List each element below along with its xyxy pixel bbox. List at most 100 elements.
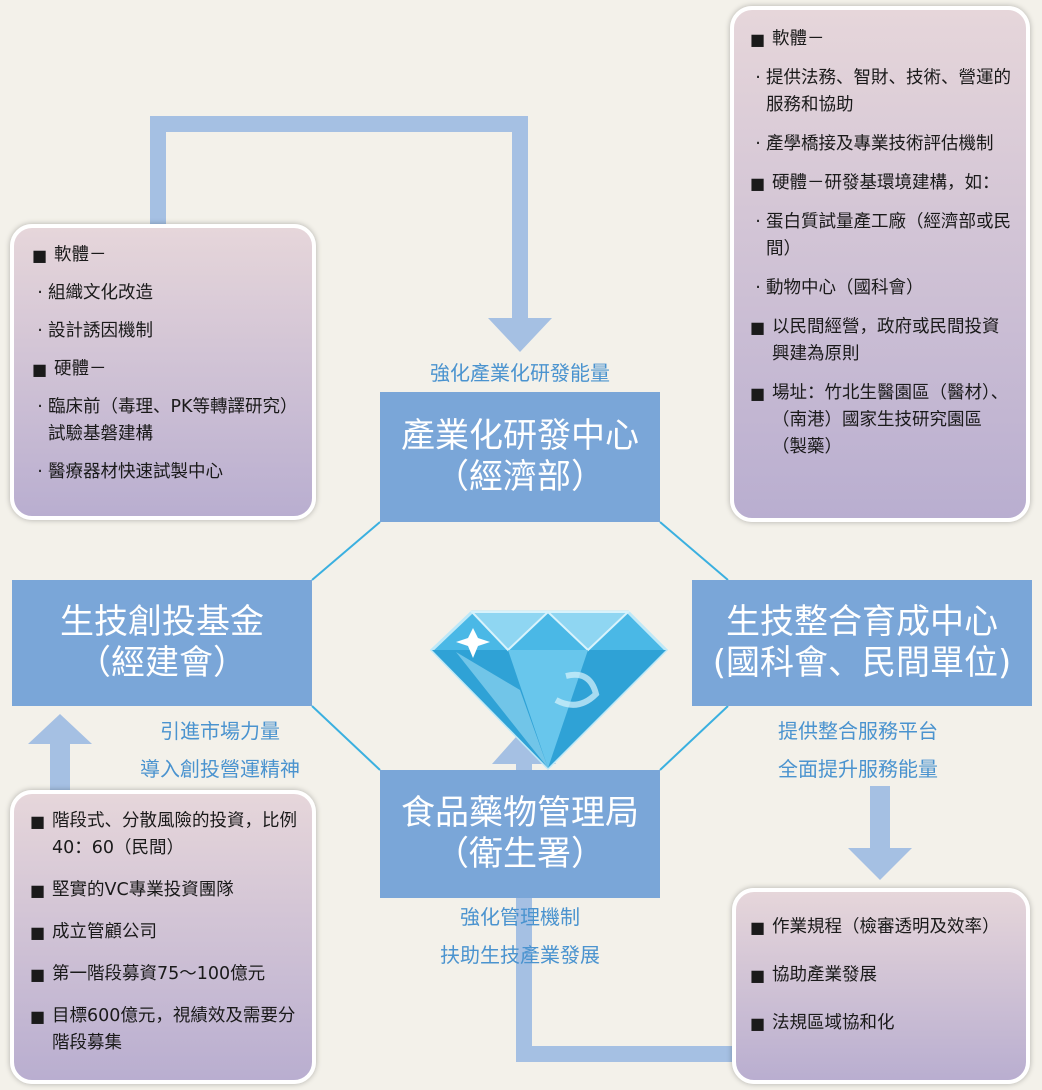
bullet-row: · 臨床前（毒理、PK等轉譯研究）試驗基磐建構 (32, 394, 298, 448)
bullet-text: 場址：竹北生醫園區（醫材）、（南港）國家生技研究園區（製藥） (772, 383, 1009, 457)
bullet-text: 軟體－ (772, 29, 825, 49)
bullet-text: 軟體－ (54, 245, 107, 265)
arrow-to-venture-fund (28, 714, 92, 790)
panel-fund-strategy: ■ 階段式、分散風險的投資，比例 40：60（民間） ■ 堅實的VC專業投資團隊… (10, 790, 316, 1084)
caption-line: 提供整合服務平台 (778, 719, 938, 743)
square-bullet-icon: ■ (750, 30, 766, 49)
caption-line: 扶助生技產業發展 (440, 943, 600, 967)
caption-line: 全面提升服務能量 (778, 757, 938, 781)
dot-bullet-icon: · (755, 68, 761, 88)
panel-regulatory-management: ■ 作業規程（檢審透明及效率） ■ 協助產業發展 ■ 法規區域協和化 (732, 888, 1030, 1084)
square-bullet-icon: ■ (32, 360, 48, 379)
bullet-row: ■ 第一階段募資75～100億元 (30, 961, 298, 988)
bullet-row: ■ 法規區域協和化 (750, 1010, 1016, 1037)
bullet-row: ■ 成立管顧公司 (30, 919, 298, 946)
bullet-row: ■ 目標600億元，視績效及需要分階段募集 (30, 1003, 298, 1057)
hub-title: 產業化研發中心 (401, 415, 639, 456)
caption-line: 引進市場力量 (160, 719, 280, 743)
square-bullet-icon: ■ (750, 318, 766, 337)
square-bullet-icon: ■ (30, 965, 46, 984)
hub-title: 食品藥物管理局 (401, 792, 639, 833)
bullet-text: 提供法務、智財、技術、營運的服務和協助 (766, 68, 1011, 115)
caption-research-center: 強化產業化研發能量 (380, 354, 660, 392)
dot-bullet-icon: · (37, 397, 43, 417)
bullet-text: 法規區域協和化 (772, 1013, 895, 1033)
panel-incubation-services: ■ 軟體－ · 提供法務、智財、技術、營運的服務和協助 · 產學橋接及專業技術評… (730, 6, 1030, 522)
caption-venture-fund: 引進市場力量 導入創投營運精神 (90, 712, 350, 788)
caption-incubation-center: 提供整合服務平台 全面提升服務能量 (728, 712, 988, 788)
hub-subtitle: （衛生署） (435, 834, 605, 874)
square-bullet-icon: ■ (30, 881, 46, 900)
square-bullet-icon: ■ (750, 174, 766, 193)
bullet-text: 蛋白質試量產工廠（經濟部或民間） (766, 212, 1011, 259)
square-bullet-icon: ■ (750, 966, 766, 985)
connector-line (311, 705, 381, 771)
square-bullet-icon: ■ (32, 246, 48, 265)
connector-line (659, 705, 729, 771)
hub-venture-fund: 生技創投基金 （經建會） (12, 580, 312, 706)
bullet-text: 堅實的VC專業投資團隊 (52, 880, 234, 900)
hub-title: 生技創投基金 (60, 601, 264, 642)
bullet-row: · 醫療器材快速試製中心 (32, 459, 298, 486)
bullet-text: 第一階段募資75～100億元 (52, 964, 266, 984)
bullet-text: 產學橋接及專業技術評估機制 (766, 134, 994, 154)
hub-subtitle: （經濟部） (435, 457, 605, 497)
connector-line (311, 521, 381, 581)
bullet-text: 作業規程（檢審透明及效率） (772, 917, 1000, 937)
arrow-to-research-center (150, 116, 552, 352)
hub-subtitle: （經建會） (77, 643, 247, 683)
hub-fda: 食品藥物管理局 （衛生署） (380, 770, 660, 898)
bullet-row: ■ 以民間經營，政府或民間投資興建為原則 (750, 314, 1012, 368)
caption-fda: 強化管理機制 扶助生技產業發展 (380, 898, 660, 974)
bullet-row: ■ 軟體－ (32, 242, 298, 269)
bullet-text: 協助產業發展 (772, 965, 877, 985)
bullet-text: 醫療器材快速試製中心 (48, 462, 223, 482)
bullet-text: 目標600億元，視績效及需要分階段募集 (52, 1006, 296, 1053)
connector-line (659, 521, 729, 581)
bullet-text: 成立管顧公司 (52, 922, 157, 942)
arrow-to-management-panel (848, 786, 912, 880)
bullet-row: ■ 軟體－ (750, 26, 1012, 53)
caption-line: 強化管理機制 (460, 905, 580, 929)
dot-bullet-icon: · (755, 278, 761, 298)
bullet-row: · 產學橋接及專業技術評估機制 (750, 131, 1012, 158)
bullet-row: ■ 硬體－ (32, 356, 298, 383)
bullet-row: ■ 作業規程（檢審透明及效率） (750, 914, 1016, 941)
dot-bullet-icon: · (37, 462, 43, 482)
bullet-row: ■ 硬體－研發基環境建構，如： (750, 170, 1012, 197)
square-bullet-icon: ■ (750, 918, 766, 937)
square-bullet-icon: ■ (30, 923, 46, 942)
square-bullet-icon: ■ (30, 1007, 46, 1026)
bullet-row: ■ 場址：竹北生醫園區（醫材）、（南港）國家生技研究園區（製藥） (750, 380, 1012, 461)
bullet-row: · 提供法務、智財、技術、營運的服務和協助 (750, 65, 1012, 119)
dot-bullet-icon: · (755, 134, 761, 154)
bullet-row: · 蛋白質試量產工廠（經濟部或民間） (750, 209, 1012, 263)
panel-research-infrastructure: ■ 軟體－ · 組織文化改造 · 設計誘因機制 ■ 硬體－ · 臨床前（毒理、P… (10, 224, 316, 520)
hub-research-center: 產業化研發中心 （經濟部） (380, 392, 660, 522)
caption-line: 強化產業化研發能量 (430, 361, 610, 385)
hub-title: 生技整合育成中心 (726, 601, 998, 642)
hub-incubation-center: 生技整合育成中心 (國科會、民間單位) (692, 580, 1032, 706)
hub-subtitle: (國科會、民間單位) (712, 643, 1012, 683)
bullet-text: 動物中心（國科會） (766, 278, 924, 298)
bullet-row: · 組織文化改造 (32, 280, 298, 307)
square-bullet-icon: ■ (750, 384, 766, 403)
diamond-icon (429, 610, 669, 771)
square-bullet-icon: ■ (30, 812, 46, 831)
bullet-text: 硬體－研發基環境建構，如： (772, 173, 1000, 193)
square-bullet-icon: ■ (750, 1014, 766, 1033)
bullet-row: ■ 階段式、分散風險的投資，比例 40：60（民間） (30, 808, 298, 862)
bullet-row: ■ 堅實的VC專業投資團隊 (30, 877, 298, 904)
dot-bullet-icon: · (37, 321, 43, 341)
dot-bullet-icon: · (755, 212, 761, 232)
bullet-text: 硬體－ (54, 359, 107, 379)
bullet-text: 臨床前（毒理、PK等轉譯研究）試驗基磐建構 (48, 397, 298, 444)
bullet-row: · 動物中心（國科會） (750, 275, 1012, 302)
dot-bullet-icon: · (37, 283, 43, 303)
caption-line: 導入創投營運精神 (140, 757, 300, 781)
bullet-text: 以民間經營，政府或民間投資興建為原則 (772, 317, 1000, 364)
bullet-row: ■ 協助產業發展 (750, 962, 1016, 989)
bullet-text: 組織文化改造 (48, 283, 153, 303)
bullet-text: 設計誘因機制 (48, 321, 153, 341)
bullet-text: 階段式、分散風險的投資，比例 40：60（民間） (52, 811, 297, 858)
